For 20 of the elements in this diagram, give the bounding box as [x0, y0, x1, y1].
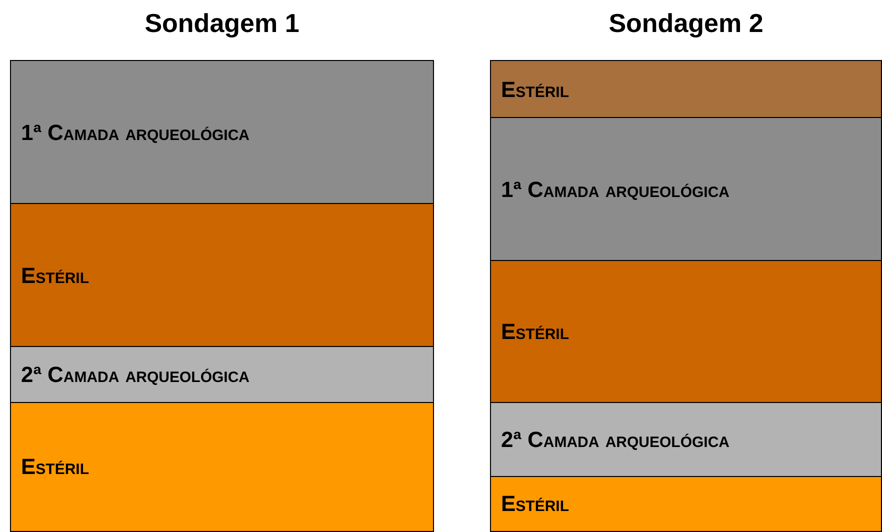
layer-label: Estéril [501, 319, 570, 345]
column-title: Sondagem 1 [144, 8, 300, 39]
soil-layer [491, 477, 881, 531]
layer-label: Estéril [501, 491, 570, 517]
soil-layer [491, 61, 881, 118]
layer-label: 2ª Camada arqueológica [501, 427, 730, 453]
soil-layer [11, 61, 433, 204]
soil-layer [11, 204, 433, 347]
soil-layer [491, 261, 881, 403]
column-title: Sondagem 2 [608, 8, 764, 39]
layer-label: 1ª Camada arqueológica [501, 176, 730, 202]
layer-label: Estéril [21, 454, 90, 480]
soil-layer [11, 403, 433, 531]
soil-layer [11, 347, 433, 403]
layer-label: Estéril [501, 76, 570, 102]
soil-layer [491, 118, 881, 261]
layer-label: Estéril [21, 262, 90, 288]
layer-label: 1ª Camada arqueológica [21, 120, 250, 146]
soil-layer [491, 403, 881, 477]
layer-label: 2ª Camada arqueológica [21, 362, 250, 388]
